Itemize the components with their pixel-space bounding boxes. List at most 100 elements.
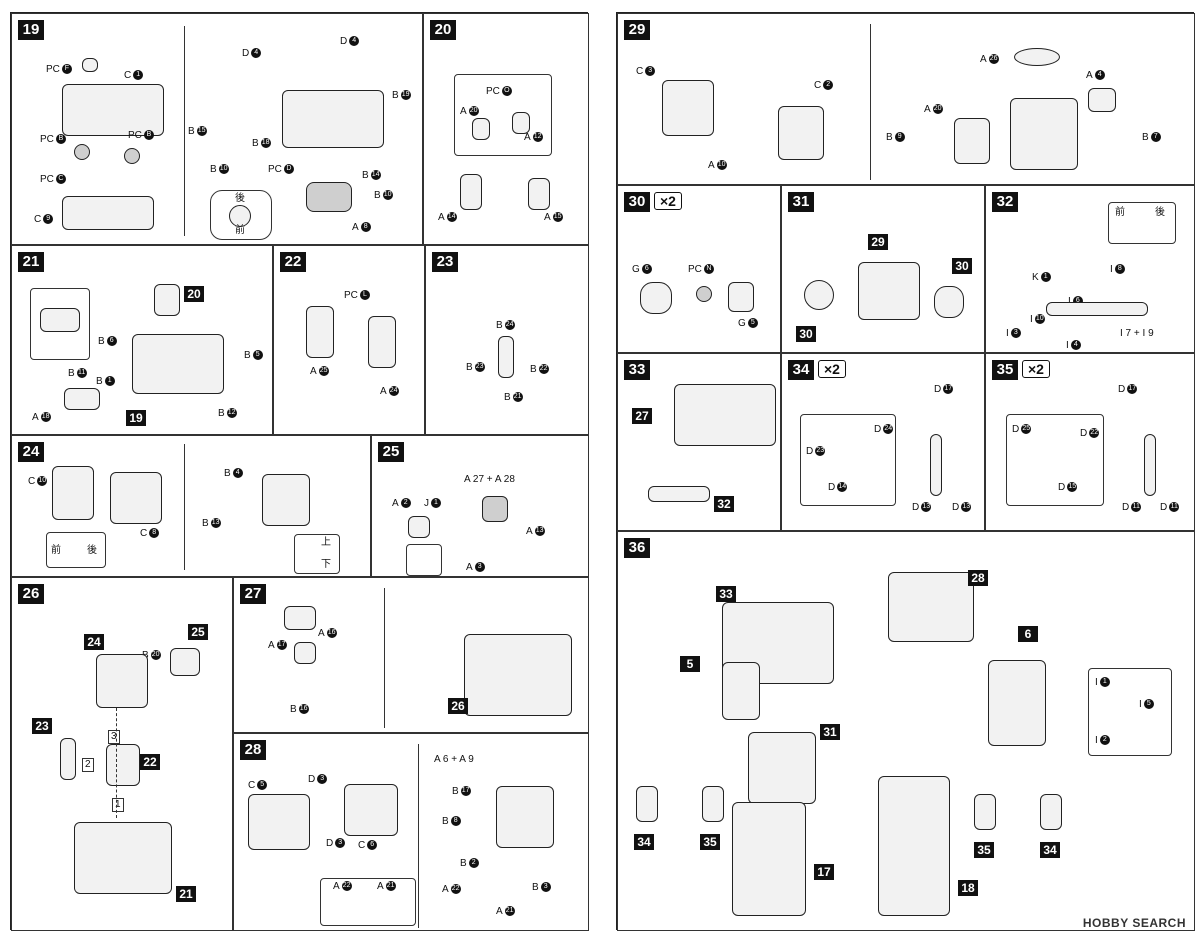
multiplier: ×2	[1022, 360, 1050, 378]
step-32-panel: 32 前 後 I8 K1 I6 I10 I3 I4 I 7 + I 9	[985, 185, 1195, 353]
step-number: 24	[18, 442, 44, 462]
backpack-right	[344, 784, 398, 836]
step-number: 19	[18, 20, 44, 40]
step-number: 32	[992, 192, 1018, 212]
hand-part	[640, 282, 672, 314]
guide-line	[116, 708, 117, 818]
detail-callout	[800, 414, 896, 506]
hand-option-right	[974, 794, 996, 830]
waist-assembly	[748, 732, 816, 804]
detail-text-down: 下	[321, 559, 331, 570]
step-ref-18: 18	[958, 880, 978, 896]
part-label: A 27 + A 28	[464, 474, 515, 485]
canopy-part	[96, 654, 148, 708]
shell-part	[52, 466, 94, 520]
detail-callout: 前 後	[46, 532, 106, 568]
hand-part	[934, 286, 964, 318]
detail-text-rear: 後	[1155, 207, 1165, 218]
left-leg	[732, 802, 806, 916]
step-ref-26: 26	[448, 698, 468, 714]
multiplier: ×2	[654, 192, 682, 210]
order-2: 2	[82, 758, 94, 772]
detail-text-front: 前	[235, 225, 245, 236]
left-arm	[722, 662, 760, 720]
shell-part	[262, 474, 310, 526]
part-label: A 6 + A 9	[434, 754, 474, 765]
step-number: 33	[624, 360, 650, 380]
joint-part	[124, 148, 140, 164]
detail-part	[40, 308, 80, 332]
shell-part	[110, 472, 162, 524]
pilot-part	[306, 306, 334, 358]
detail-ring	[229, 205, 251, 227]
order-1: 1	[112, 798, 124, 812]
detail-callout	[406, 544, 442, 576]
hip-right	[778, 106, 824, 160]
step-31-panel: 31 29 30 30	[781, 185, 985, 353]
backpack	[888, 572, 974, 642]
step-number: 34	[788, 360, 814, 380]
shoulder-part	[460, 174, 482, 210]
hand-option-right	[1040, 794, 1062, 830]
finger-part	[930, 434, 942, 496]
detail-text-front: 前	[1115, 207, 1125, 218]
step-number: 25	[378, 442, 404, 462]
joint-part	[74, 144, 90, 160]
step-ref-19: 19	[126, 410, 146, 426]
step-number: 31	[788, 192, 814, 212]
bracket-part	[472, 118, 490, 140]
hatch-part	[64, 388, 100, 410]
bracket-part	[512, 112, 530, 134]
chest-part	[154, 284, 180, 316]
step-ref-30: 30	[952, 258, 972, 274]
step-ref-30b: 30	[796, 326, 816, 342]
pilot-figure	[60, 738, 76, 780]
order-3: 3	[108, 730, 120, 744]
divider	[418, 744, 419, 928]
upper-body-part	[62, 84, 164, 136]
multiplier: ×2	[818, 360, 846, 378]
finger-part	[1144, 434, 1156, 496]
step-33-panel: 33 27 32	[617, 353, 781, 531]
